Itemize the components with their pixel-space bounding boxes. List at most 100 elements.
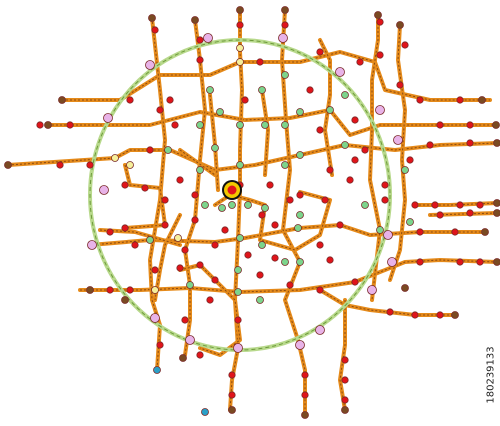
station — [191, 191, 199, 199]
interchange-station — [281, 258, 289, 266]
station — [141, 184, 149, 192]
stock-id-text: 180239133 — [485, 346, 497, 404]
station — [396, 81, 404, 89]
station — [406, 156, 414, 164]
interchange-station — [206, 86, 214, 94]
metro-line-pattern — [319, 289, 455, 316]
station — [351, 156, 359, 164]
station — [228, 371, 236, 379]
interchange-station — [361, 201, 369, 209]
terminus-station — [58, 96, 66, 104]
interchange-station — [258, 86, 266, 94]
station — [156, 341, 164, 349]
station — [221, 226, 229, 234]
station — [196, 36, 204, 44]
station — [151, 26, 159, 34]
metro-line-pattern — [48, 109, 497, 136]
terminus-station — [148, 14, 156, 22]
station — [161, 196, 169, 204]
station — [66, 121, 74, 129]
station — [241, 96, 249, 104]
station — [376, 18, 384, 26]
station — [196, 56, 204, 64]
interchange-station — [216, 108, 224, 116]
station — [456, 258, 464, 266]
stock-id-watermark: 180239133 — [484, 330, 498, 420]
station — [426, 141, 434, 149]
station-pale — [151, 286, 159, 294]
station — [181, 316, 189, 324]
station — [281, 21, 289, 29]
station-pale — [236, 58, 244, 66]
interchange-station — [296, 211, 304, 219]
interchange-station — [294, 224, 302, 232]
station — [206, 296, 214, 304]
ring-interchange-station — [393, 135, 403, 145]
interchange-station — [236, 161, 244, 169]
interchange-station — [281, 161, 289, 169]
station — [316, 126, 324, 134]
station — [336, 221, 344, 229]
terminus-station — [236, 6, 244, 14]
interchange-station — [186, 281, 194, 289]
interchange-station — [326, 106, 334, 114]
station — [171, 121, 179, 129]
station — [271, 221, 279, 229]
station — [258, 211, 266, 219]
terminus-station — [493, 199, 500, 207]
terminus-station — [396, 21, 404, 29]
metro-line-pattern — [281, 9, 306, 415]
station — [346, 176, 354, 184]
station-pale — [111, 154, 119, 162]
metro-line-pattern — [154, 214, 181, 301]
station — [466, 121, 474, 129]
terminus-station — [341, 406, 349, 414]
ring-interchange-station — [367, 285, 377, 295]
station — [356, 58, 364, 66]
terminus-station-alt — [201, 408, 209, 416]
stations — [4, 6, 500, 419]
station — [466, 139, 474, 147]
station — [234, 316, 242, 324]
ring-interchange-station — [315, 325, 325, 335]
ring-interchange-station — [387, 257, 397, 267]
station — [166, 96, 174, 104]
interchange-station — [281, 71, 289, 79]
station — [266, 181, 274, 189]
station — [456, 96, 464, 104]
station — [436, 211, 444, 219]
station — [451, 228, 459, 236]
station — [381, 181, 389, 189]
interchange-station — [211, 144, 219, 152]
terminus-station — [44, 121, 52, 129]
station — [191, 216, 199, 224]
station — [156, 106, 164, 114]
station — [286, 196, 294, 204]
terminus-station — [478, 96, 486, 104]
interchange-station — [236, 121, 244, 129]
interchange-station — [341, 141, 349, 149]
interchange-station — [261, 121, 269, 129]
metro-line-pattern — [7, 142, 499, 171]
interchange-station — [258, 241, 266, 249]
interchange-station — [261, 204, 269, 212]
terminus-station — [493, 139, 500, 147]
metro-line-pattern — [261, 89, 269, 176]
station — [321, 196, 329, 204]
station — [341, 376, 349, 384]
interchange-station — [196, 166, 204, 174]
terminus-station — [492, 121, 500, 129]
ring-interchange-station — [233, 343, 243, 353]
interchange-station — [236, 234, 244, 242]
terminus-station — [4, 161, 12, 169]
station — [316, 286, 324, 294]
interchange-station — [401, 166, 409, 174]
ring-interchange-station — [375, 105, 385, 115]
station — [236, 21, 244, 29]
station — [476, 201, 484, 209]
metro-line-pattern — [389, 24, 406, 281]
station — [126, 286, 134, 294]
station — [271, 254, 279, 262]
interchange-station — [341, 91, 349, 99]
interchange-station — [218, 204, 226, 212]
